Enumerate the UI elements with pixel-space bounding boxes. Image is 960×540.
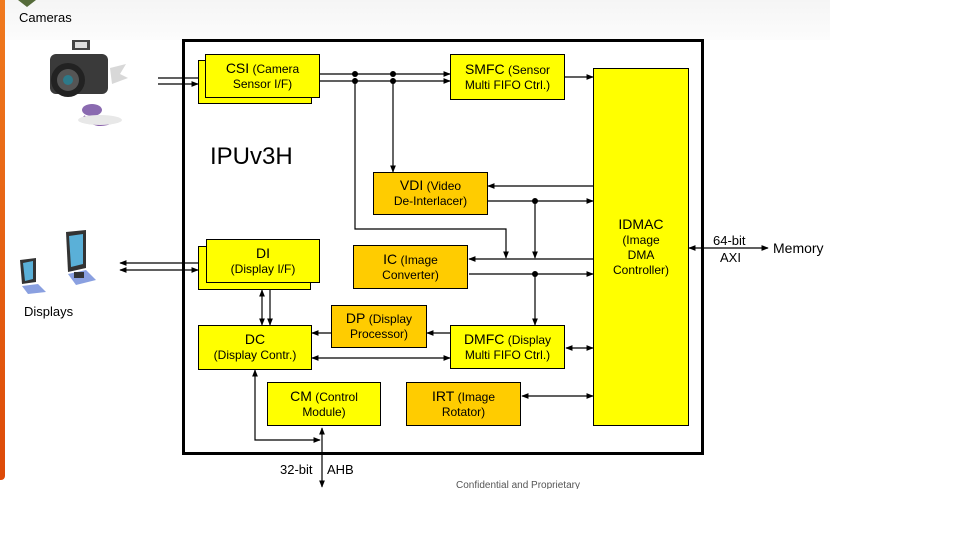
junction-dot bbox=[390, 71, 396, 77]
ipu-title: IPUv3H bbox=[210, 143, 293, 170]
ahb-width-label: 32-bit bbox=[280, 462, 313, 477]
displays-icon bbox=[20, 230, 96, 294]
junction-dot bbox=[352, 78, 358, 84]
slide-header-band bbox=[0, 0, 830, 40]
junction-dot bbox=[532, 198, 538, 204]
camera-icon bbox=[50, 40, 128, 126]
dc-block[interactable]: DC(Display Contr.) bbox=[198, 325, 312, 370]
di-block[interactable]: DI(Display I/F) bbox=[206, 239, 320, 283]
axi-bus-label: AXI bbox=[720, 250, 741, 265]
junction-dot bbox=[390, 78, 396, 84]
axi-width-label: 64-bit bbox=[713, 233, 746, 248]
cameras-label: Cameras bbox=[19, 10, 72, 25]
junction-dot bbox=[532, 271, 538, 277]
ahb-bus-label: AHB bbox=[327, 462, 354, 477]
logo-icon bbox=[18, 0, 36, 7]
wire-dc-ahb bbox=[252, 369, 321, 443]
displays-label: Displays bbox=[24, 304, 74, 319]
junction-dot bbox=[352, 71, 358, 77]
slide-accent-strip bbox=[0, 0, 5, 480]
footer-confidential: Confidential and Proprietary bbox=[456, 480, 580, 489]
memory-label: Memory bbox=[773, 240, 824, 256]
wire-csi-ic bbox=[354, 78, 509, 259]
